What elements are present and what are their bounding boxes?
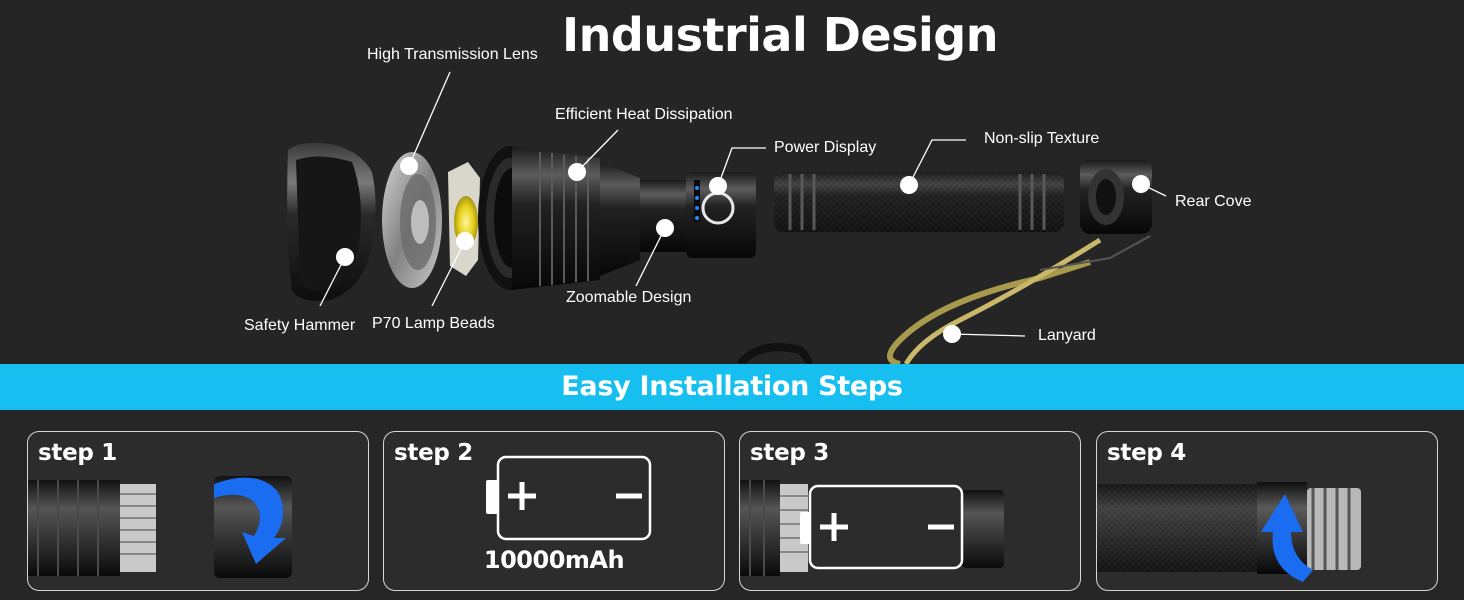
battery-icon [486,455,652,541]
step-3-illustration [740,480,1004,576]
callout-rear-label: Rear Cove [1175,193,1252,210]
step-1-illustration [28,476,292,578]
callout-leaders [319,71,1167,337]
callout-dots [336,157,1150,343]
installation-steps: step 1 step 2 10000mAh [0,410,1464,600]
step-2-label: step 2 [394,440,473,466]
lens-part [382,152,442,288]
callout-lanyard-label: Lanyard [1038,327,1096,344]
body-tube-part [774,172,1064,232]
step-card-1: step 1 [27,431,369,591]
head-part [478,146,700,290]
safety-hammer-part [287,142,376,301]
led-board-part [448,162,480,276]
callout-lens-label: High Transmission Lens [367,46,538,63]
lanyard-part [736,235,1151,364]
callout-power-label: Power Display [774,139,877,156]
callout-hammer-label: Safety Hammer [244,317,356,334]
installation-banner: Easy Installation Steps [0,364,1464,410]
battery-capacity: 10000mAh [483,546,625,574]
exploded-flashlight-diagram [287,71,1167,364]
rotate-arrow-icon [1261,494,1313,582]
callout-texture-label: Non-slip Texture [984,130,1100,147]
step-2-illustration [486,455,652,541]
battery-icon [800,484,964,570]
banner-title: Easy Installation Steps [561,371,903,402]
step-4-illustration [1097,482,1361,582]
callout-heat-label: Efficient Heat Dissipation [555,106,733,123]
step-3-label: step 3 [750,440,829,466]
rotate-arrow-icon [214,477,286,564]
industrial-design-section: Industrial Design High Transmission Lens… [244,8,1252,364]
step-card-2: step 2 10000mAh [383,431,725,591]
step-card-3: step 3 [739,431,1081,591]
step-1-label: step 1 [38,440,117,466]
rear-cap-part [1080,160,1152,234]
callout-beads-label: P70 Lamp Beads [372,315,495,332]
callout-zoom-label: Zoomable Design [566,289,692,306]
page-title: Industrial Design [562,8,998,62]
step-4-label: step 4 [1107,440,1186,466]
step-card-4: step 4 [1096,431,1438,591]
